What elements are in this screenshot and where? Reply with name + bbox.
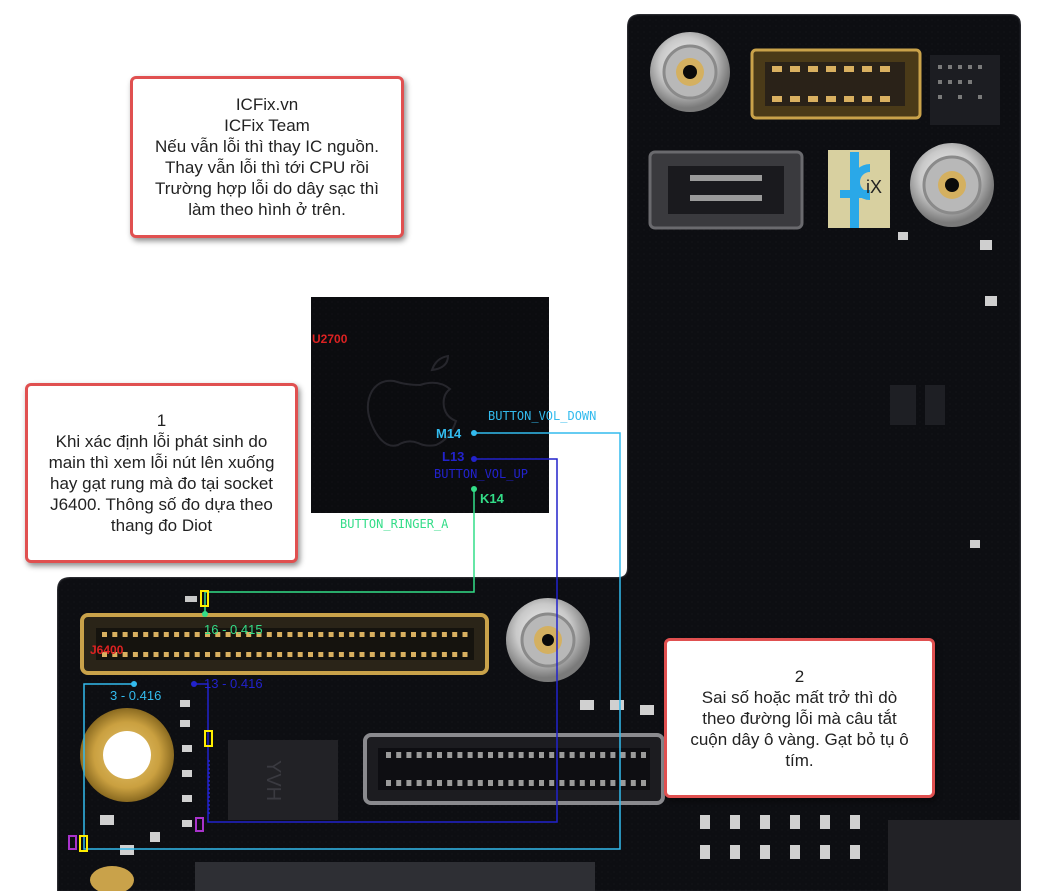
button-vol-down-label: BUTTON_VOL_DOWN (488, 409, 597, 423)
screw-top-left (650, 32, 730, 112)
j6400-pin13-dot (191, 681, 197, 687)
coil-box-2 (204, 730, 213, 747)
capacitor-box-1 (195, 817, 204, 832)
capacitor-box-2 (68, 835, 77, 850)
pin-l13-dot (471, 456, 477, 462)
note-step2-line: 2 (794, 666, 805, 686)
icfix-logo-icon: iX (828, 150, 890, 228)
pin-k14-dot (471, 486, 477, 492)
note-top: ICFix.vn ICFix Team Nếu vẫn lỗi thì thay… (130, 76, 404, 238)
note-step1: 1 Khi xác định lỗi phát sinh do main thì… (25, 383, 298, 563)
note-step1-line: J6400. Thông số đo dựa theo (50, 495, 273, 514)
screw-middle (506, 598, 590, 682)
note-step1-line: thang đo Diot (110, 516, 213, 535)
note-step1-line: main thì xem lỗi nút lên xuống (48, 453, 275, 472)
j6400-label: J6400 (90, 643, 124, 657)
screw-top-right (910, 143, 994, 227)
note-top-line: Nếu vẫn lỗi thì thay IC nguồn. (155, 137, 379, 156)
trace-vol-down (83, 432, 621, 850)
j6400-pin16-dot (202, 611, 208, 617)
power-ic-chip (228, 740, 338, 820)
note-top-line: làm theo hình ở trên. (188, 200, 346, 219)
pin-m14-label: M14 (436, 426, 462, 441)
coil-box-1 (200, 590, 209, 607)
note-top-line: Trường hợp lỗi do dây sạc thì (155, 179, 379, 198)
note-top-line: Thay vẫn lỗi thì tới CPU rồi (165, 158, 369, 177)
u2700-label: U2700 (312, 332, 348, 346)
note-step2-line: Sai số hoặc mất trở thì dò (701, 687, 898, 707)
gold-ring-pad (80, 708, 174, 802)
coil-box-3 (79, 835, 88, 852)
measurement-pin13: 13 - 0.416 (204, 676, 263, 691)
svg-text:YVH: YVH (262, 760, 284, 801)
cpu-u2700-image (311, 297, 549, 513)
j6400-connector (80, 613, 489, 675)
note-step1-line: hay gạt rung mà đo tại socket (49, 474, 274, 493)
note-step2-line: cuộn dây ô vàng. Gạt bỏ tụ ô (690, 729, 909, 749)
pin-l13-label: L13 (442, 449, 465, 464)
button-ringer-a-label: BUTTON_RINGER_A (340, 517, 449, 531)
note-top-line: ICFix.vn (235, 95, 299, 114)
trace-vol-up (194, 458, 558, 823)
top-connector (750, 48, 922, 120)
j6400-pin3-dot (131, 681, 137, 687)
note-step2: 2 Sai số hoặc mất trở thì dò theo đường … (664, 638, 935, 798)
note-step1-line: Khi xác định lỗi phát sinh do (55, 432, 268, 451)
pin-m14-dot (471, 430, 477, 436)
note-step1-line: 1 (156, 411, 167, 430)
bottom-connector (363, 733, 665, 805)
button-vol-up-label: BUTTON_VOL_UP (434, 467, 528, 481)
svg-text:iX: iX (866, 177, 882, 197)
note-top-line: ICFix Team (224, 116, 310, 135)
trace-ringer (204, 489, 475, 614)
note-step2-line: theo đường lỗi mà câu tắt (702, 708, 897, 728)
measurement-pin3: 3 - 0.416 (110, 688, 162, 703)
side-connector (648, 150, 804, 230)
measurement-pin16: 16 - 0.415 (204, 622, 263, 637)
note-step2-line: tím. (785, 750, 814, 770)
pin-k14-label: K14 (480, 491, 504, 506)
